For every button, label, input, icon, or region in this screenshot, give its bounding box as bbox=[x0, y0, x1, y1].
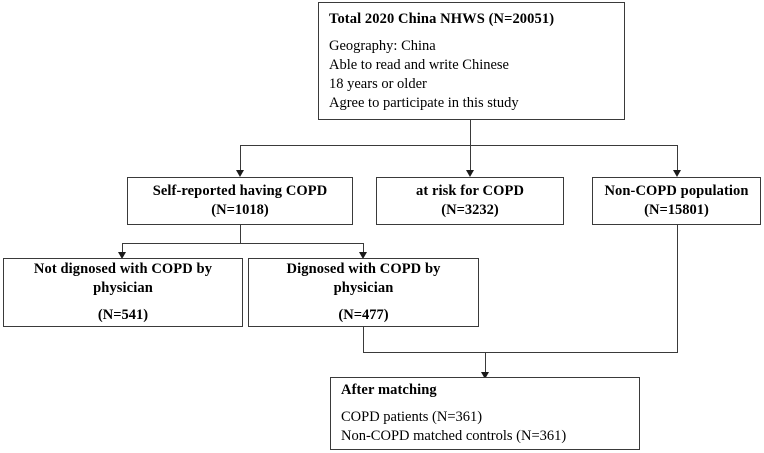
node-not-diagnosed-label-line2: physician bbox=[93, 279, 153, 296]
node-after-matching-row-1: COPD patients (N=361) bbox=[341, 409, 483, 426]
node-after-matching-heading: After matching bbox=[341, 381, 437, 398]
arrowhead-to-at-risk bbox=[465, 170, 474, 177]
node-self-reported-count: (N=1018) bbox=[211, 202, 269, 218]
node-after-matching-row-2: Non-COPD matched controls (N=361) bbox=[341, 428, 567, 445]
arrowhead-to-self-reported bbox=[235, 170, 244, 177]
node-total-criterion-2: Able to read and write Chinese bbox=[329, 56, 509, 73]
node-self-reported-label: Self-reported having COPD bbox=[152, 183, 328, 200]
connector-total-stem bbox=[470, 120, 471, 145]
connector-to-non-copd bbox=[677, 145, 678, 170]
arrowhead-to-not-diagnosed bbox=[117, 252, 126, 259]
connector-to-after-matching bbox=[485, 352, 486, 372]
connector-to-diagnosed bbox=[363, 243, 364, 252]
node-at-risk-count: (N=3232) bbox=[441, 202, 499, 218]
node-not-diagnosed-count: (N=541) bbox=[97, 307, 149, 324]
node-at-risk-copd: at risk for COPD (N=3232) bbox=[376, 177, 564, 225]
node-non-copd-count: (N=15801) bbox=[644, 202, 709, 218]
connector-to-not-diagnosed bbox=[122, 243, 123, 252]
node-total-criterion-3: 18 years or older bbox=[329, 75, 427, 92]
connector-level2-bus bbox=[122, 243, 363, 244]
connector-to-self-reported bbox=[240, 145, 241, 170]
arrowhead-to-after-matching bbox=[480, 372, 489, 379]
node-total-criterion-1: Geography: China bbox=[329, 38, 436, 55]
node-non-copd-label: Non-COPD population bbox=[604, 183, 749, 200]
node-diagnosed-copd: Dignosed with COPD by physician (N=477) bbox=[248, 258, 479, 327]
connector-self-reported-stem bbox=[240, 225, 241, 243]
arrowhead-to-non-copd bbox=[672, 170, 681, 177]
node-self-reported-copd: Self-reported having COPD (N=1018) bbox=[127, 177, 353, 225]
node-total-population: Total 2020 China NHWS (N=20051) Geograph… bbox=[318, 2, 625, 120]
connector-diagnosed-stem bbox=[363, 327, 364, 352]
node-diagnosed-label-line2: physician bbox=[333, 279, 394, 296]
node-diagnosed-count: (N=477) bbox=[338, 307, 389, 324]
node-total-heading: Total 2020 China NHWS (N=20051) bbox=[329, 10, 555, 27]
node-diagnosed-label-line1: Dignosed with COPD by bbox=[286, 261, 441, 278]
node-not-diagnosed-copd: Not dignosed with COPD by physician (N=5… bbox=[3, 258, 243, 327]
connector-to-at-risk bbox=[470, 145, 471, 170]
connector-level1-bus bbox=[240, 145, 678, 146]
node-after-matching: After matching COPD patients (N=361) Non… bbox=[330, 377, 640, 450]
node-at-risk-label: at risk for COPD bbox=[415, 183, 525, 200]
node-not-diagnosed-label-line1: Not dignosed with COPD by bbox=[33, 261, 213, 278]
node-total-criterion-4: Agree to participate in this study bbox=[329, 94, 519, 111]
connector-non-copd-stem bbox=[677, 225, 678, 352]
connector-merge-bus bbox=[363, 352, 678, 353]
arrowhead-to-diagnosed bbox=[358, 252, 367, 259]
node-non-copd-population: Non-COPD population (N=15801) bbox=[592, 177, 761, 225]
